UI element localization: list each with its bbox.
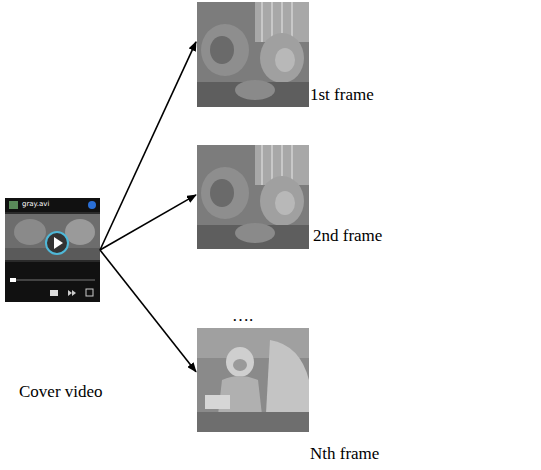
frame-image-n (197, 328, 309, 432)
arrow-connector (100, 42, 196, 250)
frame-image-2 (197, 145, 309, 249)
frame-image-1 (197, 2, 309, 107)
frame-caption: Nth frame (310, 445, 379, 464)
frame-node: 2nd frame (197, 145, 309, 249)
frame-caption: 1st frame (310, 86, 374, 105)
file-name: gray.avi (22, 200, 49, 208)
cover-video-screenshot (5, 198, 100, 302)
arrow-connector (100, 195, 196, 250)
frame-node: 1st frame (197, 2, 309, 107)
ellipsis: …. (232, 306, 253, 326)
frame-node: Nth frame (197, 328, 309, 432)
cover-video-node: Cover video (5, 198, 100, 302)
arrow-connector (100, 250, 196, 372)
frame-caption: 2nd frame (313, 227, 382, 246)
frame-caption: Cover video (19, 383, 103, 402)
